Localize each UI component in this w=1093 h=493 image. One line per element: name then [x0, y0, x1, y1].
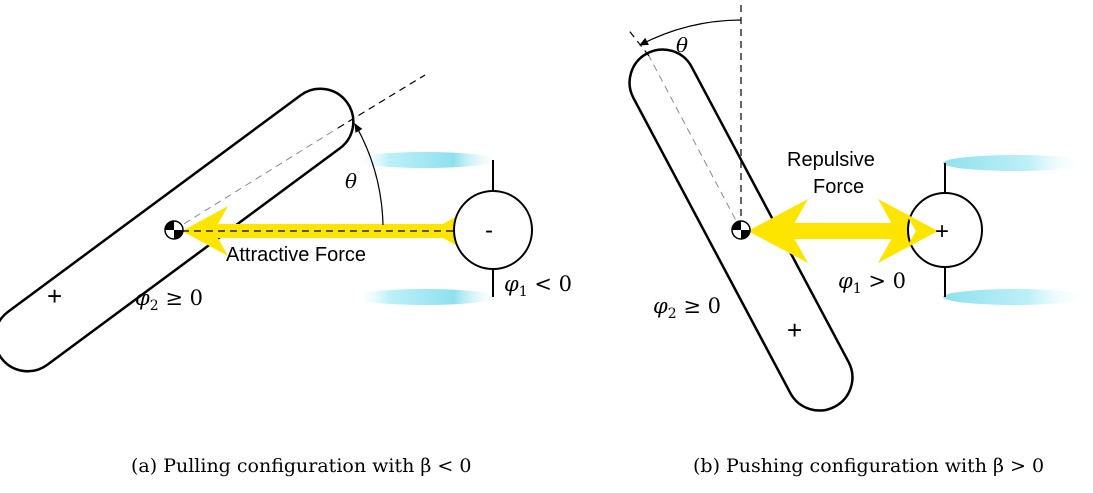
theta-label-a: θ: [345, 169, 357, 193]
flow-plume-upper: [353, 152, 497, 168]
body-axis-line-b: [648, 55, 742, 231]
center-of-mass-icon-b: [731, 220, 751, 240]
repulsive-label-line1: Repulsive: [787, 149, 875, 171]
flow-source: [453, 160, 533, 297]
axis-extension-line-b: [626, 27, 650, 57]
phi1-label-a: φ1 < 0: [504, 272, 572, 300]
body-plus-sign: +: [47, 281, 62, 311]
caption-b: (b) Pushing configuration with β > 0: [693, 455, 1044, 477]
theta-arc: [354, 123, 384, 226]
attractive-force-label: Attractive Force: [226, 244, 366, 266]
axis-extension-line: [337, 74, 426, 129]
theta-label-b: θ: [676, 33, 688, 57]
panel-b: Repulsive Force θ + + φ2 ≥ 0 φ1 > 0 (b) …: [626, 5, 1087, 477]
elongated-body: [0, 87, 355, 373]
theta-arc-b: [639, 19, 742, 46]
panel-a: Attractive Force θ + - φ2 ≥ 0 φ1 < 0 (a)…: [0, 74, 572, 477]
source-minus-sign: -: [485, 217, 493, 244]
phi1-label-b: φ1 > 0: [838, 269, 906, 297]
phi2-label-a: φ2 ≥ 0: [135, 286, 203, 314]
flow-plume-lower-b: [943, 289, 1087, 305]
source-plus-sign-b: +: [935, 218, 949, 245]
body-axis-line: [173, 127, 339, 231]
flow-plume-upper-b: [943, 155, 1087, 171]
caption-a: (a) Pulling configuration with β < 0: [131, 455, 471, 477]
flow-plume-lower: [353, 289, 497, 305]
force-arrow-tip-overlap: [906, 214, 938, 248]
center-of-mass-icon: [164, 220, 184, 240]
phi2-label-b: φ2 ≥ 0: [653, 294, 721, 322]
body-plus-sign-b: +: [787, 315, 802, 345]
flow-source-b: [907, 163, 983, 297]
repulsive-label-line2: Force: [813, 176, 864, 198]
